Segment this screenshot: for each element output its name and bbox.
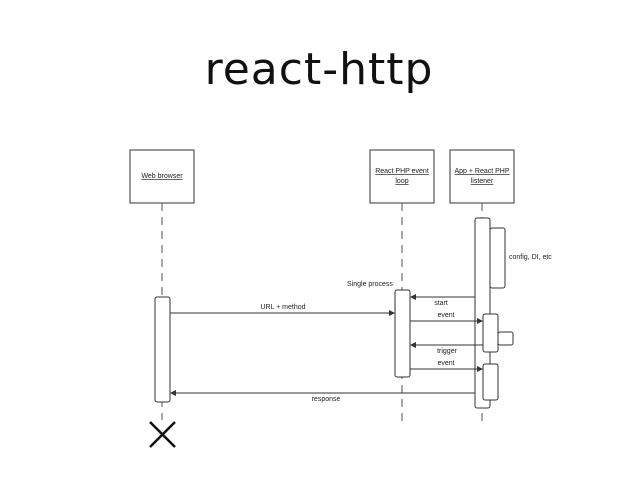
note-config: config, DI, etc bbox=[509, 254, 552, 261]
activation-loop bbox=[394, 289, 411, 378]
participant-event-loop: React PHP event loop bbox=[369, 149, 435, 204]
activation-app-event-2 bbox=[482, 363, 499, 401]
message-trigger-label: trigger bbox=[437, 348, 458, 355]
participant-app-listener-label-2: listener bbox=[471, 178, 494, 185]
activation-app-main bbox=[474, 217, 491, 409]
participant-event-loop-label-1: React PHP event bbox=[375, 168, 429, 175]
message-start-label: start bbox=[434, 300, 448, 307]
participant-app-listener: App + React PHP listener bbox=[449, 149, 515, 204]
participant-event-loop-label-2: loop bbox=[395, 178, 408, 185]
message-start: start bbox=[410, 294, 475, 307]
message-url-method: URL + method bbox=[170, 304, 395, 316]
note-single-process: Single process bbox=[347, 281, 393, 288]
participant-web-browser-label: Web browser bbox=[141, 173, 183, 180]
participant-web-browser: Web browser bbox=[129, 149, 195, 204]
message-trigger: trigger bbox=[410, 342, 483, 355]
destroy-x-icon bbox=[149, 421, 176, 448]
message-response-label: response bbox=[312, 396, 341, 403]
message-event-1-label: event bbox=[437, 312, 454, 319]
message-event-1: event bbox=[410, 312, 483, 324]
participant-app-listener-label-1: App + React PHP bbox=[454, 168, 509, 175]
activation-app-event-1 bbox=[482, 313, 499, 353]
message-response: response bbox=[170, 390, 475, 403]
activation-app-self bbox=[489, 227, 506, 289]
message-url-method-label: URL + method bbox=[260, 304, 305, 311]
slide-title: react-http bbox=[204, 44, 434, 95]
message-event-2: event bbox=[410, 360, 483, 372]
activation-app-trigger-self bbox=[497, 331, 514, 346]
activation-browser bbox=[154, 296, 171, 403]
message-event-2-label: event bbox=[437, 360, 454, 367]
